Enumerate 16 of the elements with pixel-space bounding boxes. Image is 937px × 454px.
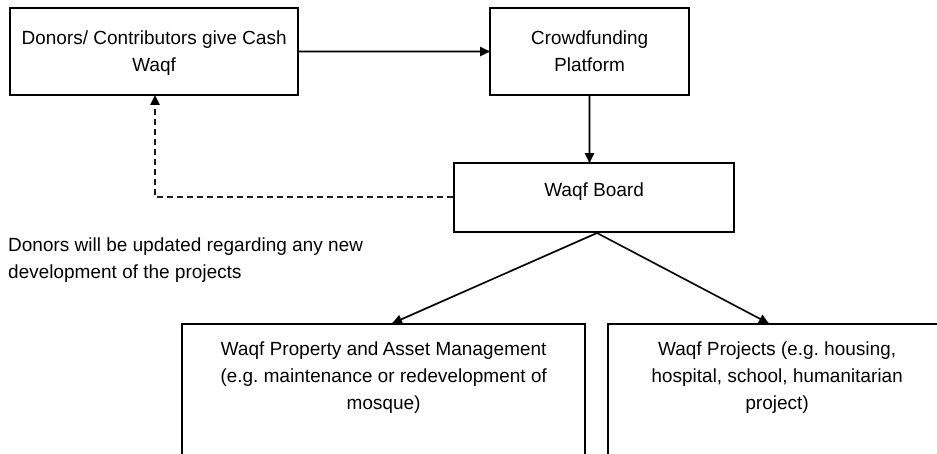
process-box — [9, 7, 299, 96]
process-box — [489, 7, 690, 96]
arrow — [596, 232, 769, 324]
note-text: Donors will be updated regarding any new development of the projects — [8, 234, 364, 285]
dashed-arrow — [150, 95, 453, 198]
box-text: Donors/ Contributors give Cash Waqf — [20, 26, 288, 78]
arrow — [584, 96, 594, 163]
box-text: Crowdfunding Platform — [530, 26, 650, 78]
box-text: Waqf Board — [544, 179, 644, 203]
process-box — [453, 162, 735, 233]
arrow — [392, 232, 598, 324]
process-box — [181, 323, 586, 454]
box-text: Waqf Projects (e.g. housing, hospital, school, humanitarian project) — [650, 338, 904, 416]
arrow — [299, 46, 490, 56]
box-text: Waqf Property and Asset Management (e.g. maintenance or redevelopment of mosque) — [219, 338, 548, 416]
process-box — [607, 323, 937, 454]
